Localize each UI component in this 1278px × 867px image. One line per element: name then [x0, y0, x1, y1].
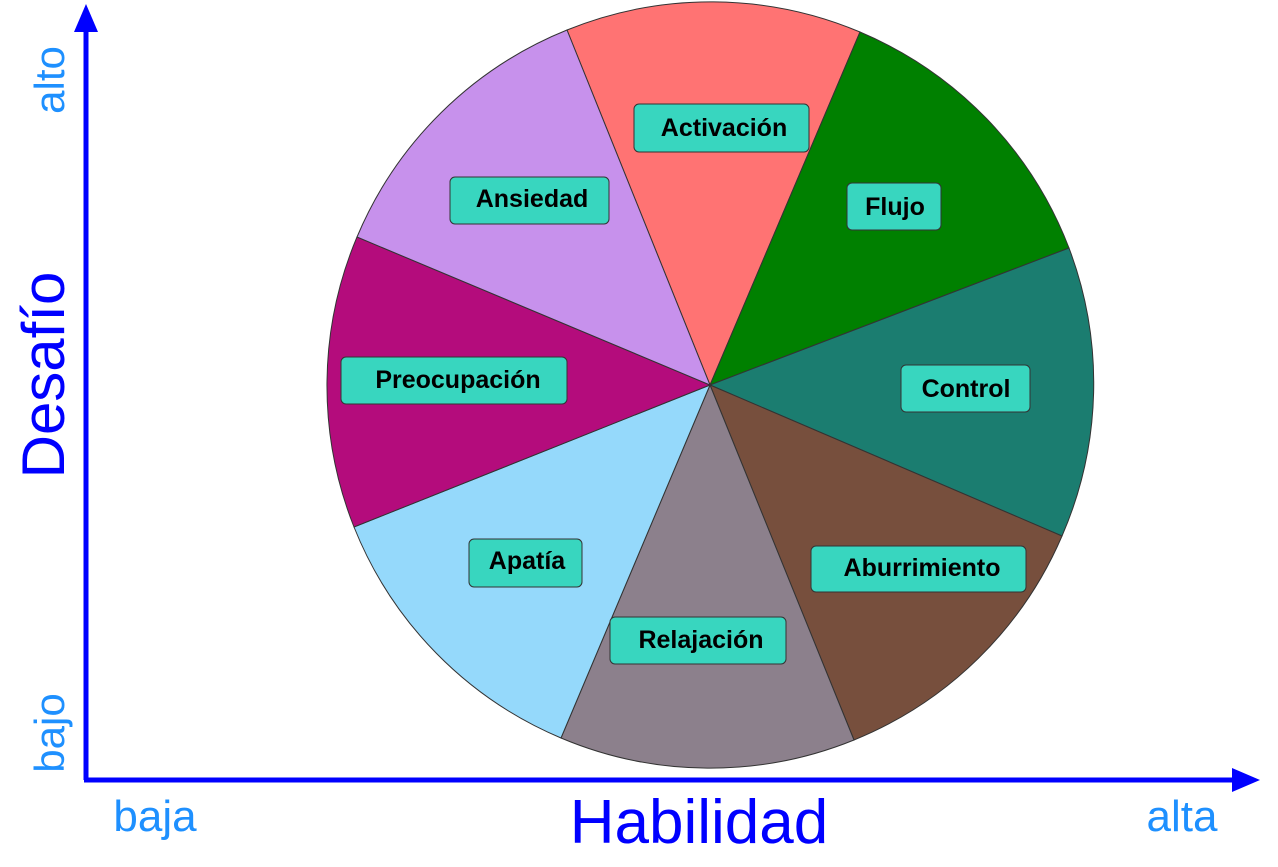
label-aburrimiento: Aburrimiento [844, 554, 1001, 582]
label-preocupacion: Preocupación [375, 366, 540, 394]
label-box-relajacion: Relajación [609, 616, 787, 665]
y-axis-low-label: bajo [26, 693, 73, 772]
label-box-apatia: Apatía [468, 538, 583, 588]
label-box-ansiedad: Ansiedad [449, 176, 610, 225]
label-activacion: Activación [661, 114, 787, 142]
y-axis-title: Desafío [10, 272, 77, 479]
segment-activacion [566, 1, 861, 387]
segment-relajacion [560, 383, 855, 769]
label-relajacion: Relajación [638, 626, 763, 654]
label-box-preocupacion: Preocupación [340, 356, 568, 405]
axis-labels: Desafío alto bajo Habilidad baja alta [10, 46, 1218, 857]
x-axis-high-label: alta [1147, 792, 1218, 841]
label-apatia: Apatía [489, 547, 567, 575]
axes [74, 4, 1260, 792]
label-box-aburrimiento: Aburrimiento [810, 545, 1027, 593]
label-flujo: Flujo [865, 193, 925, 221]
label-box-control: Control [900, 364, 1031, 413]
x-axis-arrowhead [1232, 768, 1260, 792]
x-axis-low-label: baja [113, 792, 197, 841]
label-box-activacion: Activación [633, 103, 810, 153]
segment-labels: Activación Flujo Control Aburrimiento Re… [340, 103, 1031, 665]
y-axis-arrowhead [74, 4, 98, 32]
y-axis-high-label: alto [26, 46, 73, 114]
label-ansiedad: Ansiedad [476, 185, 589, 213]
label-control: Control [922, 375, 1011, 403]
label-box-flujo: Flujo [846, 182, 942, 231]
x-axis-title: Habilidad [570, 788, 829, 857]
